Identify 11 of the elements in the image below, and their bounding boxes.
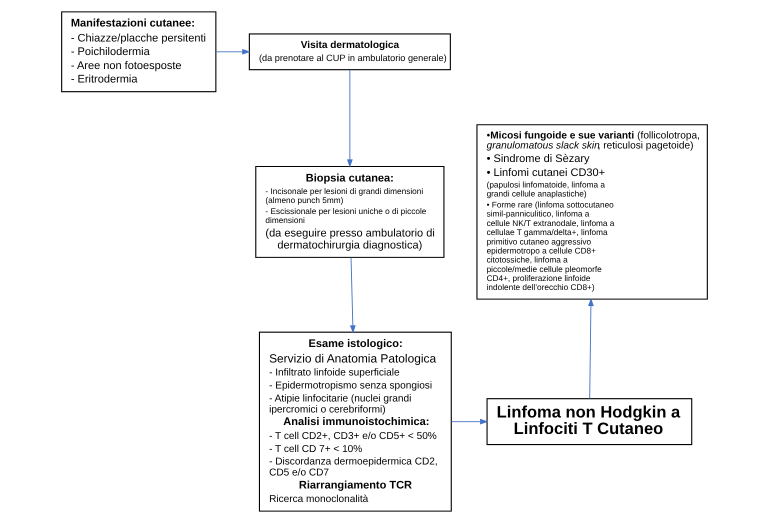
node-box: Manifestazioni cutanee: - Chiazze/placche persitenti - Poichilodermia - Aree non fotoesposte - Eritrodermia — [60, 11, 216, 92]
node-box: Linfoma non Hodgkin a Linfociti T Cutaneo — [486, 398, 692, 446]
node-box: •Micosi fungoide e sue varianti (follicolotropa, granulomatous slack skin, reticulosi pagetoide) • Sindrome di Sèzary • Linfomi cutanei CD30+ (papulosi linfomatoide, linfoma a grandi cellule anaplastiche) • Forme rare (linfoma sottocutaneo simil-panniculitico, linfoma a cellule NK/T extranodale, linfoma a cellulae T gamma/delta+, linfoma primitivo cutaneo aggressivo epidermotropo a cellule CD8+ citotossiche, linfoma a piccole/medie cellule pleomorfe CD4+, proliferazione linfoide indolente dell’orecchio CD8+) — [476, 124, 708, 300]
node-box: Esame istologico: Servizio di Anatomia Patologica - Infiltrato linfoide superficiale - Epidermotropismo senza spongiosi - Atipie linfocitarie (nuclei grandi ipercromici o cerebriformi) Analisi immunoistochimica: - T cell CD2+, CD3+ e/o CD5+ < 50% - T cell CD 7+ < 10% - Discordanza dermoepidermica CD2, CD5 e/o CD7 Riarrangiamento TCR Ricerca monoclonalità — [258, 332, 452, 512]
node-box: Visita dermatologica (da prenotare al CUP in ambulatorio generale) — [248, 33, 450, 70]
arrow — [588, 298, 594, 400]
arrow — [349, 257, 356, 334]
arrow — [346, 70, 352, 168]
arrow — [450, 418, 488, 425]
node-box: Biopsia cutanea: - Incisonale per lesioni di grandi dimensioni (almeno punch 5mm) - Escissionale per lesioni uniche o di piccole dimensioni (da eseguire presso ambulatorio di dermatochirurgia diagnostica) — [254, 166, 444, 258]
arrow — [214, 48, 250, 55]
